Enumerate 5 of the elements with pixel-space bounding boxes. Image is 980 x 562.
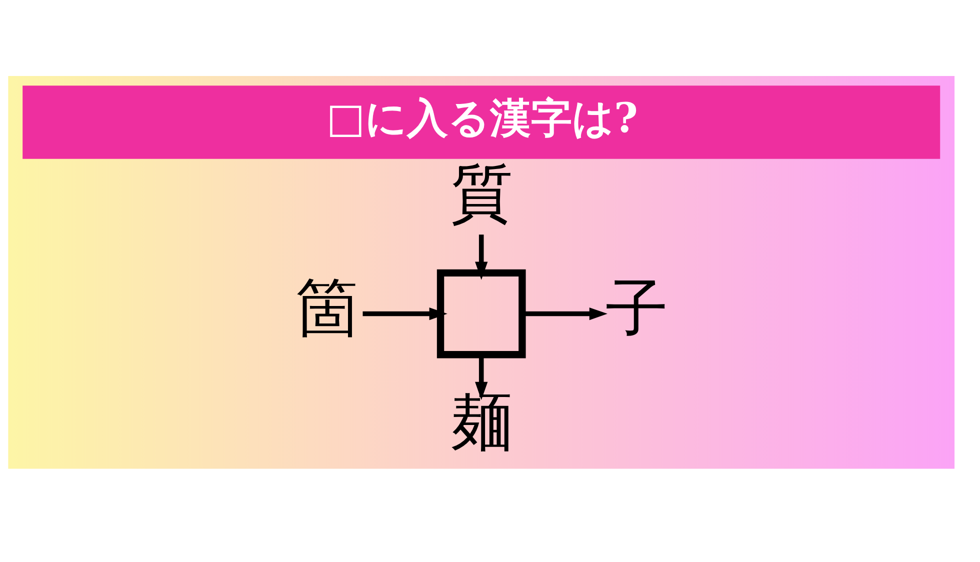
diagram-title: □に入る漢字は? bbox=[326, 94, 638, 142]
node-text: 質 bbox=[450, 156, 512, 230]
node-text: 箇 bbox=[295, 272, 358, 345]
node-text: 子 bbox=[605, 272, 668, 345]
node-text: 麺 bbox=[450, 386, 512, 460]
